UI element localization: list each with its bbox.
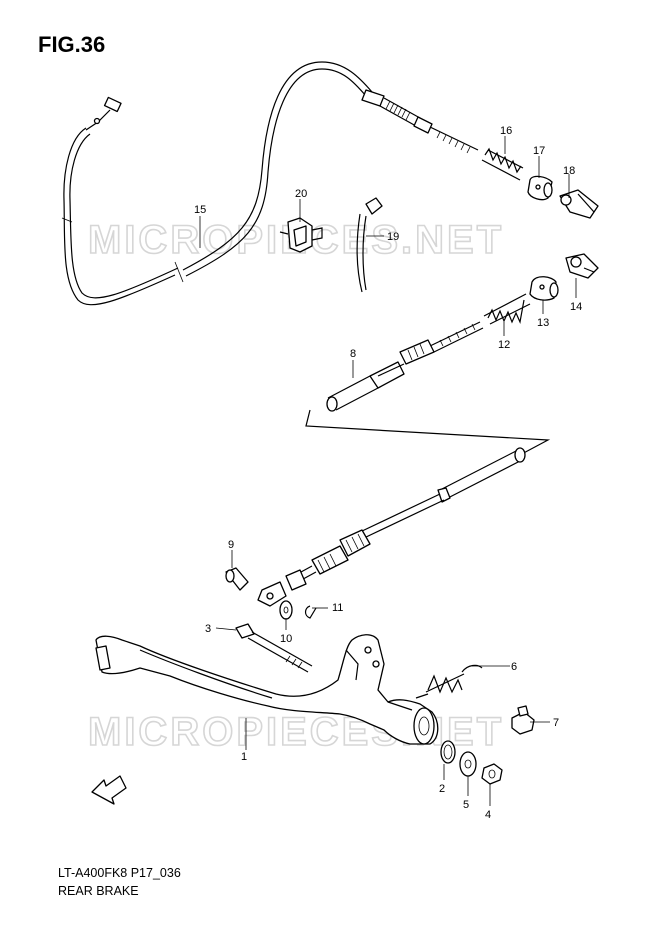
part-2-circlip [440, 740, 456, 764]
part-14-arm [565, 253, 599, 279]
callout-7: 7 [553, 717, 559, 729]
part-12-spring [483, 293, 531, 325]
callout-15: 15 [194, 204, 206, 216]
part-5-washer [459, 751, 477, 777]
part-13-joint [529, 276, 559, 301]
model-code: LT-A400FK8 P17_036 [58, 866, 181, 880]
callout-18: 18 [563, 165, 575, 177]
callout-20: 20 [295, 188, 307, 200]
callout-3: 3 [205, 623, 211, 635]
part-20-clamp [279, 217, 323, 253]
callout-12: 12 [498, 339, 510, 351]
part-3-bolt [235, 623, 313, 673]
callout-14: 14 [570, 301, 582, 313]
part-18-arm [559, 189, 599, 219]
part-15-brake-cable [61, 61, 479, 306]
callout-16: 16 [500, 125, 512, 137]
callout-4: 4 [485, 809, 491, 821]
part-6-spring [415, 664, 483, 699]
callout-10: 10 [280, 633, 292, 645]
section-title: REAR BRAKE [58, 884, 139, 898]
callout-2: 2 [439, 783, 445, 795]
part-10-washer [279, 600, 293, 620]
callout-5: 5 [463, 799, 469, 811]
part-7-nut [511, 705, 535, 735]
part-4-nut [481, 763, 503, 785]
part-1-brake-pedal [95, 634, 439, 745]
callout-17: 17 [533, 145, 545, 157]
callout-labels: 16 17 18 20 15 19 14 13 12 8 9 3 10 [194, 125, 582, 821]
callout-1: 1 [241, 751, 247, 763]
callout-11: 11 [332, 602, 343, 614]
callout-13: 13 [537, 317, 549, 329]
callout-19: 19 [387, 231, 399, 243]
forward-arrow-icon [91, 775, 127, 805]
part-16-spring [481, 147, 524, 181]
callout-9: 9 [228, 539, 234, 551]
callout-8: 8 [350, 348, 356, 360]
callout-6: 6 [511, 661, 517, 673]
part-8-brake-cable [257, 321, 551, 607]
part-11-cotter-pin [304, 605, 317, 619]
part-19-cable-tie [356, 197, 383, 293]
part-17-joint [527, 175, 553, 201]
part-9-pin [225, 567, 249, 591]
figure-title: FIG.36 [38, 32, 106, 57]
